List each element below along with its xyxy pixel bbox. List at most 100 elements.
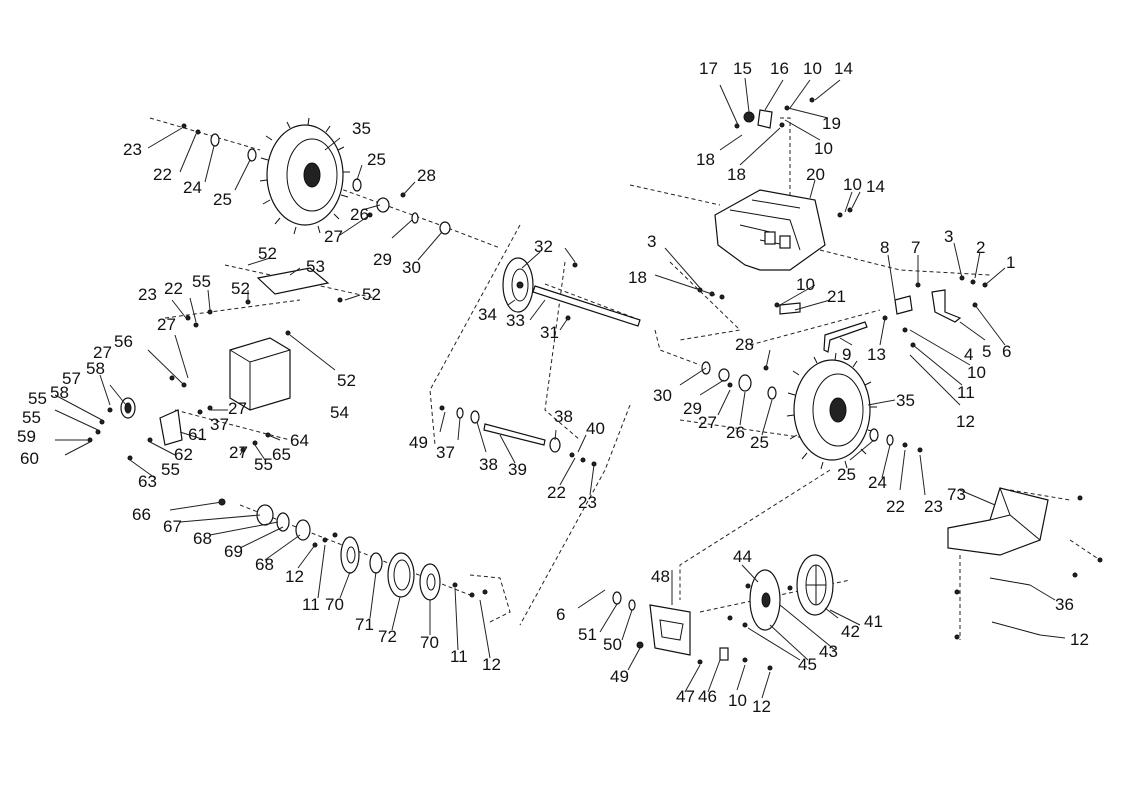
callout-35a: 35	[352, 119, 371, 138]
callout-labels: 1 2 3 3 4 5 6 6 7 8 9 10 10 10 10 10 10 …	[17, 59, 1089, 716]
disc-43	[749, 569, 781, 631]
lever-9	[823, 321, 868, 353]
callout-11c: 11	[450, 647, 468, 666]
callout-35b: 35	[896, 391, 915, 410]
callout-18c: 18	[628, 268, 647, 287]
gear-38a	[470, 410, 480, 424]
callout-11a: 11	[957, 383, 975, 402]
callout-38a: 38	[479, 455, 498, 474]
callout-12c: 12	[482, 655, 501, 674]
callout-32: 32	[534, 237, 553, 256]
callout-58a: 58	[86, 359, 105, 378]
callout-27f: 27	[698, 413, 717, 432]
callout-15: 15	[733, 59, 752, 78]
callout-48: 48	[651, 567, 670, 586]
callout-27a: 27	[324, 227, 343, 246]
callout-30a: 30	[402, 258, 421, 277]
bracket-61	[159, 409, 183, 446]
callout-2: 2	[976, 238, 985, 257]
callout-72: 72	[378, 627, 397, 646]
gear-38b	[549, 437, 561, 453]
callout-30b: 30	[653, 386, 672, 405]
wheel-41	[796, 554, 834, 616]
callout-44: 44	[733, 547, 752, 566]
callout-27b: 27	[157, 315, 176, 334]
callout-62: 62	[174, 445, 193, 464]
callout-23d: 23	[924, 497, 943, 516]
callout-70b: 70	[420, 633, 439, 652]
callout-27d: 27	[228, 399, 247, 418]
callout-29b: 29	[683, 399, 702, 418]
callout-13: 13	[867, 345, 886, 364]
bracket-4	[931, 289, 962, 323]
callout-7: 7	[911, 238, 920, 257]
callout-47: 47	[676, 687, 695, 706]
knob-15	[743, 111, 755, 123]
callout-66: 66	[132, 505, 151, 524]
callout-11b: 11	[302, 595, 320, 614]
callout-50: 50	[603, 635, 622, 654]
callout-54: 54	[330, 403, 349, 422]
callout-51: 51	[578, 625, 597, 644]
callout-37b: 37	[436, 443, 455, 462]
housing-20	[714, 189, 826, 271]
callout-55c: 55	[22, 408, 41, 427]
callout-52d: 52	[337, 371, 356, 390]
callout-49b: 49	[610, 667, 629, 686]
callout-58b: 58	[50, 383, 69, 402]
callout-68b: 68	[255, 555, 274, 574]
right-wheel	[786, 352, 877, 470]
callout-39: 39	[508, 460, 527, 479]
callout-38b: 38	[554, 407, 573, 426]
shaft-39	[483, 423, 546, 446]
callout-52c: 52	[362, 285, 381, 304]
callout-45: 45	[798, 655, 817, 674]
callout-22c: 22	[547, 483, 566, 502]
callout-28a: 28	[417, 166, 436, 185]
callout-20: 20	[806, 165, 825, 184]
callout-29a: 29	[373, 250, 392, 269]
callout-63: 63	[138, 472, 157, 491]
callout-65: 65	[272, 445, 291, 464]
callout-19: 19	[822, 114, 841, 133]
box-54	[229, 337, 291, 411]
callout-14a: 14	[834, 59, 853, 78]
callout-3b: 3	[944, 227, 953, 246]
callout-41: 41	[864, 612, 883, 631]
callout-25c: 25	[750, 433, 769, 452]
callout-49a: 49	[409, 433, 428, 452]
callout-36: 36	[1055, 595, 1074, 614]
callout-69: 69	[224, 542, 243, 561]
callout-23c: 23	[578, 493, 597, 512]
callout-55a: 55	[192, 272, 211, 291]
callout-25b: 25	[367, 150, 386, 169]
callout-52a: 52	[258, 244, 277, 263]
hub-71	[369, 552, 383, 574]
callout-60: 60	[20, 449, 39, 468]
bearing-69	[276, 512, 290, 532]
callout-16: 16	[770, 59, 789, 78]
callout-18a: 18	[696, 150, 715, 169]
callout-6b: 6	[556, 605, 565, 624]
callout-26a: 26	[350, 205, 369, 224]
ring-72	[387, 552, 415, 598]
callout-22d: 22	[886, 497, 905, 516]
bracket-8	[894, 295, 913, 315]
callout-61: 61	[188, 425, 207, 444]
callout-9: 9	[842, 345, 851, 364]
callout-23b: 23	[138, 285, 157, 304]
callout-24b: 24	[868, 473, 887, 492]
callout-23a: 23	[123, 140, 142, 159]
callout-6a: 6	[1002, 342, 1011, 361]
callout-10b: 10	[814, 139, 833, 158]
deflector-73	[947, 487, 1049, 556]
callout-34: 34	[478, 305, 497, 324]
callout-10e: 10	[967, 363, 986, 382]
callout-26b: 26	[726, 423, 745, 442]
callout-22b: 22	[164, 279, 183, 298]
callout-10c: 10	[843, 175, 862, 194]
parts	[87, 97, 1103, 671]
callout-3a: 3	[647, 232, 656, 251]
